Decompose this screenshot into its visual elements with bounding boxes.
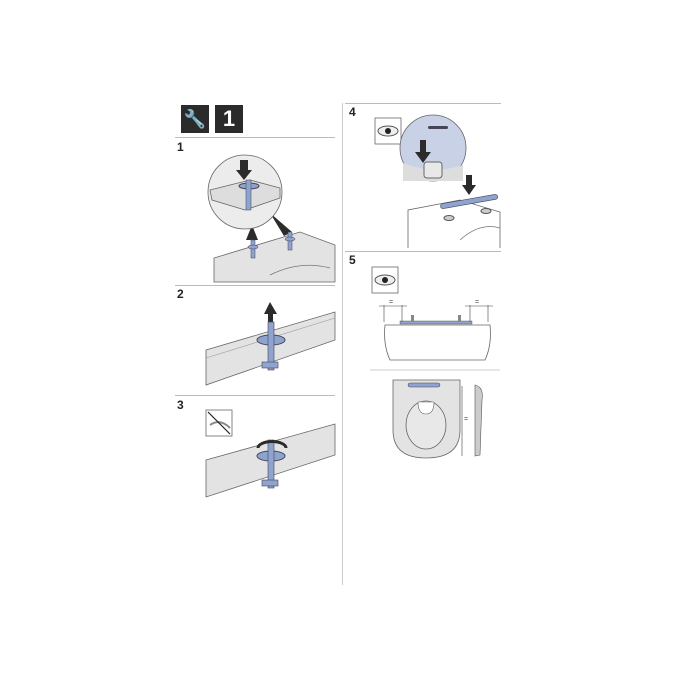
- dimension-mark-left: =: [389, 299, 394, 306]
- divider: [175, 395, 335, 396]
- step-1-number: 1: [177, 140, 184, 154]
- step-2-illustration: [205, 302, 336, 386]
- divider: [345, 103, 501, 104]
- step-5-illustration: [370, 266, 500, 459]
- part-number: 1: [222, 106, 236, 131]
- column-divider: [342, 103, 343, 585]
- divider: [175, 137, 335, 138]
- step-3-number: 3: [177, 398, 184, 412]
- step-5-number: 5: [349, 253, 356, 267]
- step-2-number: 2: [177, 287, 184, 301]
- dimension-mark-right: =: [475, 299, 480, 306]
- step-4-number: 4: [349, 105, 356, 119]
- step-3-illustration: [205, 409, 336, 498]
- part-number-badge: 1: [215, 105, 243, 133]
- divider: [345, 251, 501, 252]
- step-1-illustration: [207, 154, 336, 283]
- divider: [175, 285, 335, 286]
- step-4-illustration: [374, 114, 501, 248]
- wrench-icon: 🔧: [181, 105, 209, 133]
- dimension-mark-length: =: [464, 416, 469, 423]
